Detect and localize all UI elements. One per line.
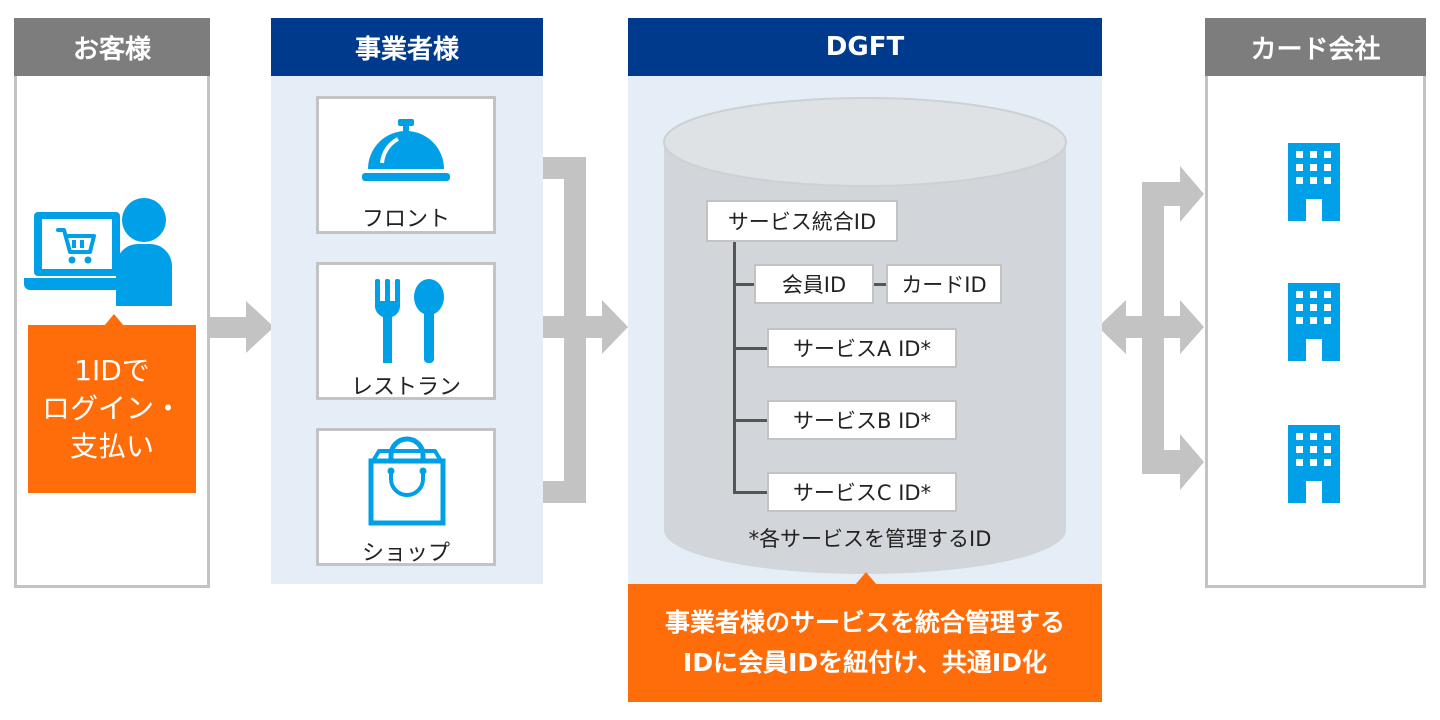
customer-callout: 1IDで ログイン・ 支払い	[28, 325, 196, 493]
service-bell-icon	[362, 119, 450, 181]
venue-shop-label: ショップ	[361, 541, 450, 566]
building-icon	[1288, 283, 1340, 361]
venue-shop: ショップ	[316, 428, 496, 566]
dgft-callout-line1: 事業者様のサービスを統合管理する	[664, 608, 1065, 637]
id-member: 会員ID	[754, 264, 874, 304]
building-icon	[1288, 425, 1340, 503]
id-footnote: *各サービスを管理するID	[748, 527, 992, 551]
dgft-title: DGFT	[825, 32, 905, 62]
tree-trunk	[733, 240, 736, 494]
tree-branch-member	[733, 283, 754, 286]
callout-pointer	[104, 314, 124, 326]
arrow-to-card-1	[1142, 166, 1204, 222]
id-service-a-label: サービスA ID*	[793, 337, 931, 361]
id-card: カードID	[886, 264, 1002, 304]
id-service-a: サービスA ID*	[767, 328, 957, 368]
arrow-to-card-2	[1164, 300, 1204, 354]
customer-header: お客様	[14, 18, 210, 76]
arrow-to-card-3	[1142, 434, 1204, 490]
business-title: 事業者様	[354, 34, 459, 65]
tree-branch-b	[733, 419, 767, 422]
id-service-b: サービスB ID*	[767, 400, 957, 440]
dgft-callout-line2: IDに会員IDを紐付け、共通ID化	[683, 648, 1047, 677]
shopping-bag-icon	[368, 436, 446, 526]
business-header: 事業者様	[271, 18, 543, 76]
id-member-label: 会員ID	[781, 273, 847, 297]
card-header: カード会社	[1205, 18, 1426, 76]
customer-callout-line3: 支払い	[69, 430, 154, 463]
arrow-customer-to-business	[210, 301, 274, 353]
building-icon	[1288, 143, 1340, 221]
arrow-business-to-dgft	[586, 300, 628, 354]
tree-branch-a	[733, 347, 767, 350]
dgft-callout: 事業者様のサービスを統合管理する IDに会員IDを紐付け、共通ID化	[628, 584, 1102, 702]
venue-front: フロント	[316, 96, 496, 234]
id-service-c: サービスC ID*	[767, 472, 957, 512]
dgft-callout-pointer	[855, 572, 877, 585]
tree-branch-c	[733, 491, 767, 494]
id-card-label: カードID	[901, 273, 987, 297]
venue-restaurant-label: レストラン	[350, 375, 461, 400]
customer-title: お客様	[72, 34, 151, 65]
laptop-user-icon	[24, 198, 172, 306]
venue-restaurant: レストラン	[316, 262, 496, 400]
arrow-dgft-to-card-back	[1098, 300, 1140, 354]
card-title: カード会社	[1250, 34, 1381, 65]
id-service-b-label: サービスB ID*	[793, 409, 931, 433]
customer-callout-line1: 1IDで	[74, 354, 150, 387]
customer-callout-line2: ログイン・	[41, 392, 182, 425]
id-root-label: サービス統合ID	[727, 210, 877, 234]
connector-card-bus	[1142, 182, 1164, 474]
connector-bus	[564, 157, 586, 503]
id-root: サービス統合ID	[706, 200, 898, 242]
tree-link-member-card	[874, 283, 886, 286]
dgft-header: DGFT	[628, 18, 1102, 76]
fork-spoon-icon	[375, 279, 444, 363]
id-service-c-label: サービスC ID*	[792, 481, 932, 505]
venue-front-label: フロント	[361, 207, 450, 232]
